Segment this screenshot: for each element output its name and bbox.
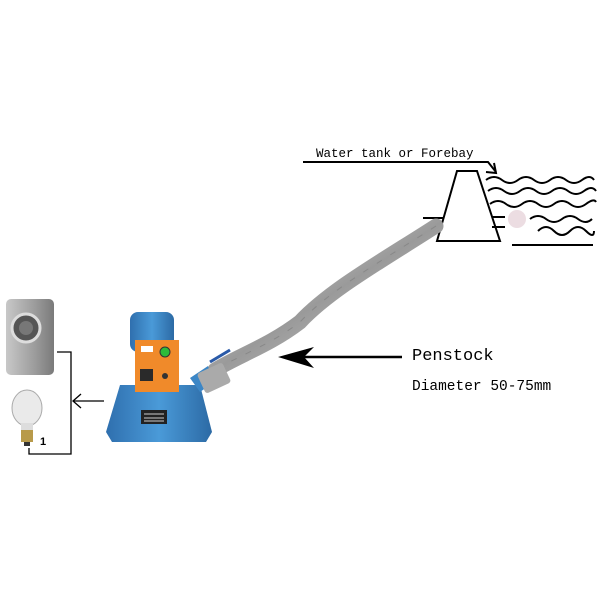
forebay-label: Water tank or Forebay xyxy=(316,147,474,161)
washing-machine-icon xyxy=(6,299,54,375)
light-bulb-icon xyxy=(11,389,43,446)
load-number: 1 xyxy=(40,436,46,448)
forebay-arrow xyxy=(303,161,498,175)
load-wiring xyxy=(28,351,104,455)
diameter-label: Diameter 50-75mm xyxy=(412,379,551,395)
turbine-generator-icon xyxy=(106,312,231,442)
penstock-arrow xyxy=(278,347,402,368)
water-waves xyxy=(485,176,597,246)
water-inlet-marker xyxy=(508,210,526,228)
penstock-label: Penstock xyxy=(412,347,494,366)
penstock-pipe xyxy=(207,218,444,378)
